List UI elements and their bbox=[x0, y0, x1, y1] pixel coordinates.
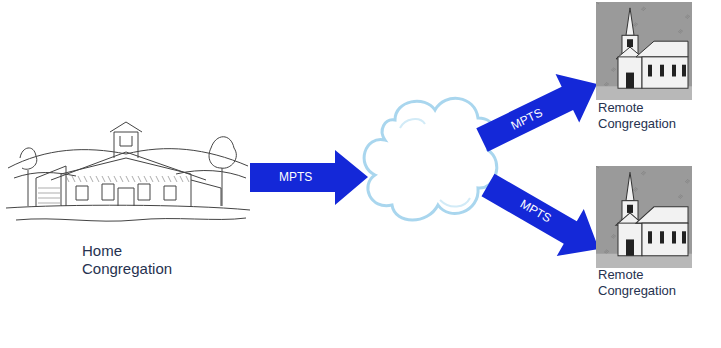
church-sketch bbox=[6, 88, 250, 236]
block-arrow bbox=[475, 162, 613, 273]
remote-congregation: Remote Congregation bbox=[596, 166, 718, 301]
remote-congregation: Remote Congregation bbox=[596, 2, 718, 134]
block-arrow bbox=[470, 60, 609, 165]
cloud-shading bbox=[400, 119, 425, 128]
church-photo bbox=[596, 166, 692, 268]
congregation-label: Home Congregation bbox=[82, 242, 192, 278]
network-cloud bbox=[364, 98, 497, 220]
home-congregation: Home Congregation bbox=[6, 88, 250, 280]
congregation-label: Remote Congregation bbox=[598, 267, 716, 298]
church-photo bbox=[596, 2, 692, 100]
cloud-shading bbox=[440, 198, 470, 207]
stream-label: MPTS bbox=[279, 170, 312, 184]
congregation-label: Remote Congregation bbox=[598, 100, 716, 131]
block-arrow bbox=[250, 150, 368, 205]
